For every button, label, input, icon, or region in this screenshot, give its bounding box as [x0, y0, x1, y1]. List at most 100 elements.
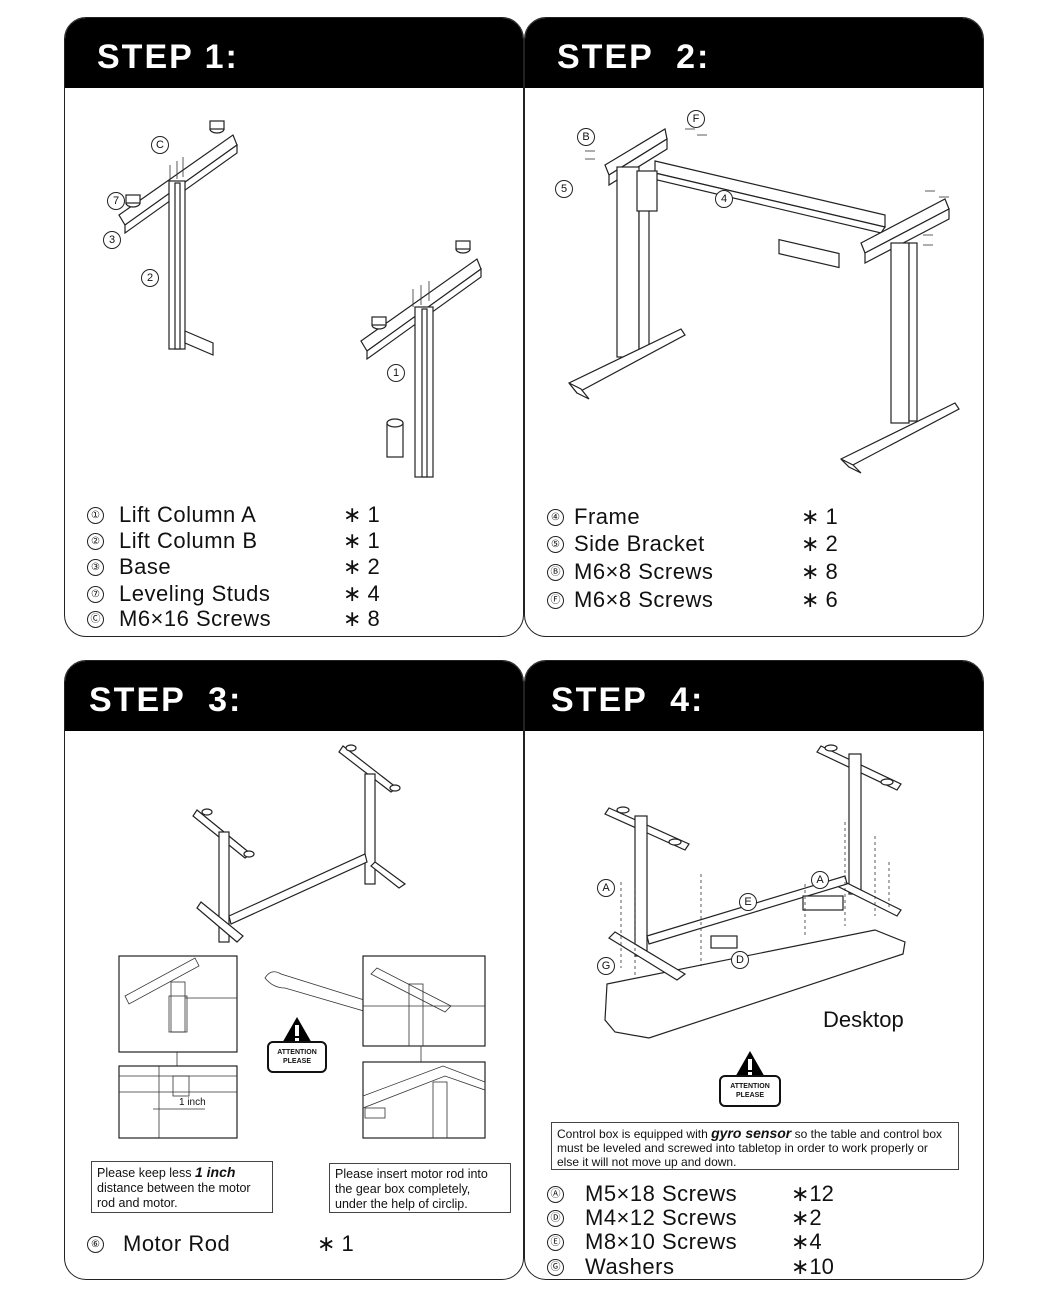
frame-with-motor-rod-drawing — [192, 744, 407, 943]
gyro-sensor-note: Control box is equipped with gyro sensor… — [551, 1122, 959, 1170]
detail-right-top — [362, 955, 486, 1047]
step-2-panel: STEP 2: — [524, 17, 984, 637]
part-name: M4×12 Screws — [585, 1205, 738, 1230]
part-quantity: ∗2 — [791, 1205, 822, 1230]
part-quantity: ∗ 1 — [317, 1231, 354, 1256]
attention-badge-step-4: ATTENTION PLEASE — [717, 1049, 783, 1113]
part-mark: Ⓒ — [87, 611, 104, 628]
step-2-parts-list: ④ Frame ∗ 1 ⑤ Side Bracket ∗ 2 Ⓑ M6×8 Sc… — [547, 504, 967, 614]
step-3-illustration — [118, 744, 486, 1139]
step-3-header: STEP 3: — [65, 661, 523, 731]
part-mark: Ⓕ — [547, 592, 564, 609]
step-3-panel: STEP 3: — [64, 660, 524, 1280]
motor-rod-insert-note: Please insert motor rod into the gear bo… — [329, 1163, 511, 1213]
part-quantity: ∗ 4 — [343, 581, 380, 606]
part-mark: ⑦ — [87, 586, 104, 603]
warning-icon — [734, 1051, 766, 1079]
part-quantity: ∗ 2 — [801, 531, 838, 556]
step-1-header: STEP 1: — [65, 18, 523, 88]
part-name: Lift Column A — [119, 502, 257, 527]
inch-measure-label: 1 inch — [179, 1097, 206, 1108]
note-text-start: Please keep less — [97, 1166, 195, 1180]
detail-left-top — [118, 955, 238, 1053]
attention-line-1: ATTENTION — [730, 1083, 770, 1090]
part-mark: Ⓖ — [547, 1259, 564, 1276]
part-mark: ① — [87, 507, 104, 524]
part-quantity: ∗4 — [791, 1229, 822, 1254]
step-4-header: STEP 4: — [525, 661, 983, 731]
part-mark: Ⓐ — [547, 1186, 564, 1203]
part-mark: ⑤ — [547, 536, 564, 553]
callout-4: 4 — [715, 190, 733, 208]
part-quantity: ∗ 2 — [343, 554, 380, 579]
attention-line-1: ATTENTION — [277, 1049, 317, 1056]
part-name: Base — [119, 554, 172, 579]
step-4-parts-list: Ⓐ M5×18 Screws ∗12 Ⓓ M4×12 Screws ∗2 Ⓔ M… — [547, 1181, 967, 1279]
step-1-illustration — [118, 120, 482, 478]
detail-right-bottom — [362, 1061, 486, 1139]
part-mark: ② — [87, 533, 104, 550]
attention-line-2: PLEASE — [735, 1092, 764, 1099]
part-name: M8×10 Screws — [585, 1229, 738, 1254]
part-quantity: ∗ 1 — [343, 528, 380, 553]
part-name: M5×18 Screws — [585, 1181, 738, 1206]
lift-column-a-drawing — [360, 240, 482, 478]
motor-distance-note: Please keep less 1 inch distance between… — [91, 1161, 273, 1213]
warning-icon — [281, 1017, 313, 1045]
step-2-header: STEP 2: — [525, 18, 983, 88]
callout-5: 5 — [555, 180, 573, 198]
part-mark: Ⓔ — [547, 1234, 564, 1251]
part-mark: ④ — [547, 509, 564, 526]
callout-g: G — [597, 957, 615, 975]
part-name: Side Bracket — [574, 531, 705, 556]
part-name: Lift Column B — [119, 528, 258, 553]
part-name: Washers — [585, 1254, 675, 1279]
desk-frame-on-tabletop-drawing — [604, 744, 906, 1039]
part-quantity: ∗ 6 — [801, 587, 838, 612]
step-4-panel: STEP 4: — [524, 660, 984, 1280]
callout-f: F — [687, 110, 705, 128]
note-text-end: so the table and control box must be lev… — [557, 1127, 943, 1169]
part-name: M6×16 Screws — [119, 606, 272, 631]
callout-2: 2 — [141, 269, 159, 287]
note-text: Please insert motor rod into the gear bo… — [335, 1167, 488, 1211]
step-4-title: STEP 4: — [551, 681, 705, 719]
frame-drawing — [568, 128, 960, 474]
part-quantity: ∗ 1 — [343, 502, 380, 527]
attention-badge-step-3: ATTENTION PLEASE — [265, 1015, 329, 1079]
callout-7: 7 — [107, 192, 125, 210]
part-mark: ⑥ — [87, 1236, 104, 1253]
part-mark: Ⓑ — [547, 564, 564, 581]
part-quantity: ∗12 — [791, 1181, 834, 1206]
step-1-title: STEP 1: — [97, 38, 239, 76]
part-name: Leveling Studs — [119, 581, 271, 606]
step-3-title: STEP 3: — [89, 681, 243, 719]
part-quantity: ∗10 — [791, 1254, 834, 1279]
note-text-emphasis: gyro sensor — [711, 1125, 792, 1141]
part-quantity: ∗ 8 — [343, 606, 380, 631]
callout-c: C — [151, 136, 169, 154]
part-quantity: ∗ 1 — [801, 504, 838, 529]
callout-b: B — [577, 128, 595, 146]
step-2-illustration — [568, 128, 960, 474]
callout-3: 3 — [103, 231, 121, 249]
lift-column-b-drawing — [118, 120, 238, 356]
note-text-emphasis: 1 inch — [194, 1164, 236, 1180]
note-text-start: Control box is equipped with — [557, 1127, 712, 1141]
callout-a-right: A — [811, 871, 829, 889]
part-quantity: ∗ 8 — [801, 559, 838, 584]
callout-e: E — [739, 893, 757, 911]
detail-left-bottom — [118, 1065, 238, 1139]
part-mark: ③ — [87, 559, 104, 576]
attention-line-2: PLEASE — [282, 1058, 311, 1065]
part-name: M6×8 Screws — [574, 559, 714, 584]
step-3-parts-list: ⑥ Motor Rod ∗ 1 — [87, 1231, 507, 1261]
step-2-title: STEP 2: — [557, 38, 711, 76]
part-name: Motor Rod — [123, 1231, 231, 1256]
part-name: M6×8 Screws — [574, 587, 714, 612]
step-1-parts-list: ① Lift Column A ∗ 1 ② Lift Column B ∗ 1 … — [87, 502, 507, 632]
desktop-label: Desktop — [823, 1007, 904, 1032]
step-1-panel: STEP 1: — [64, 17, 524, 637]
part-name: Frame — [574, 504, 641, 529]
callout-1: 1 — [387, 364, 405, 382]
